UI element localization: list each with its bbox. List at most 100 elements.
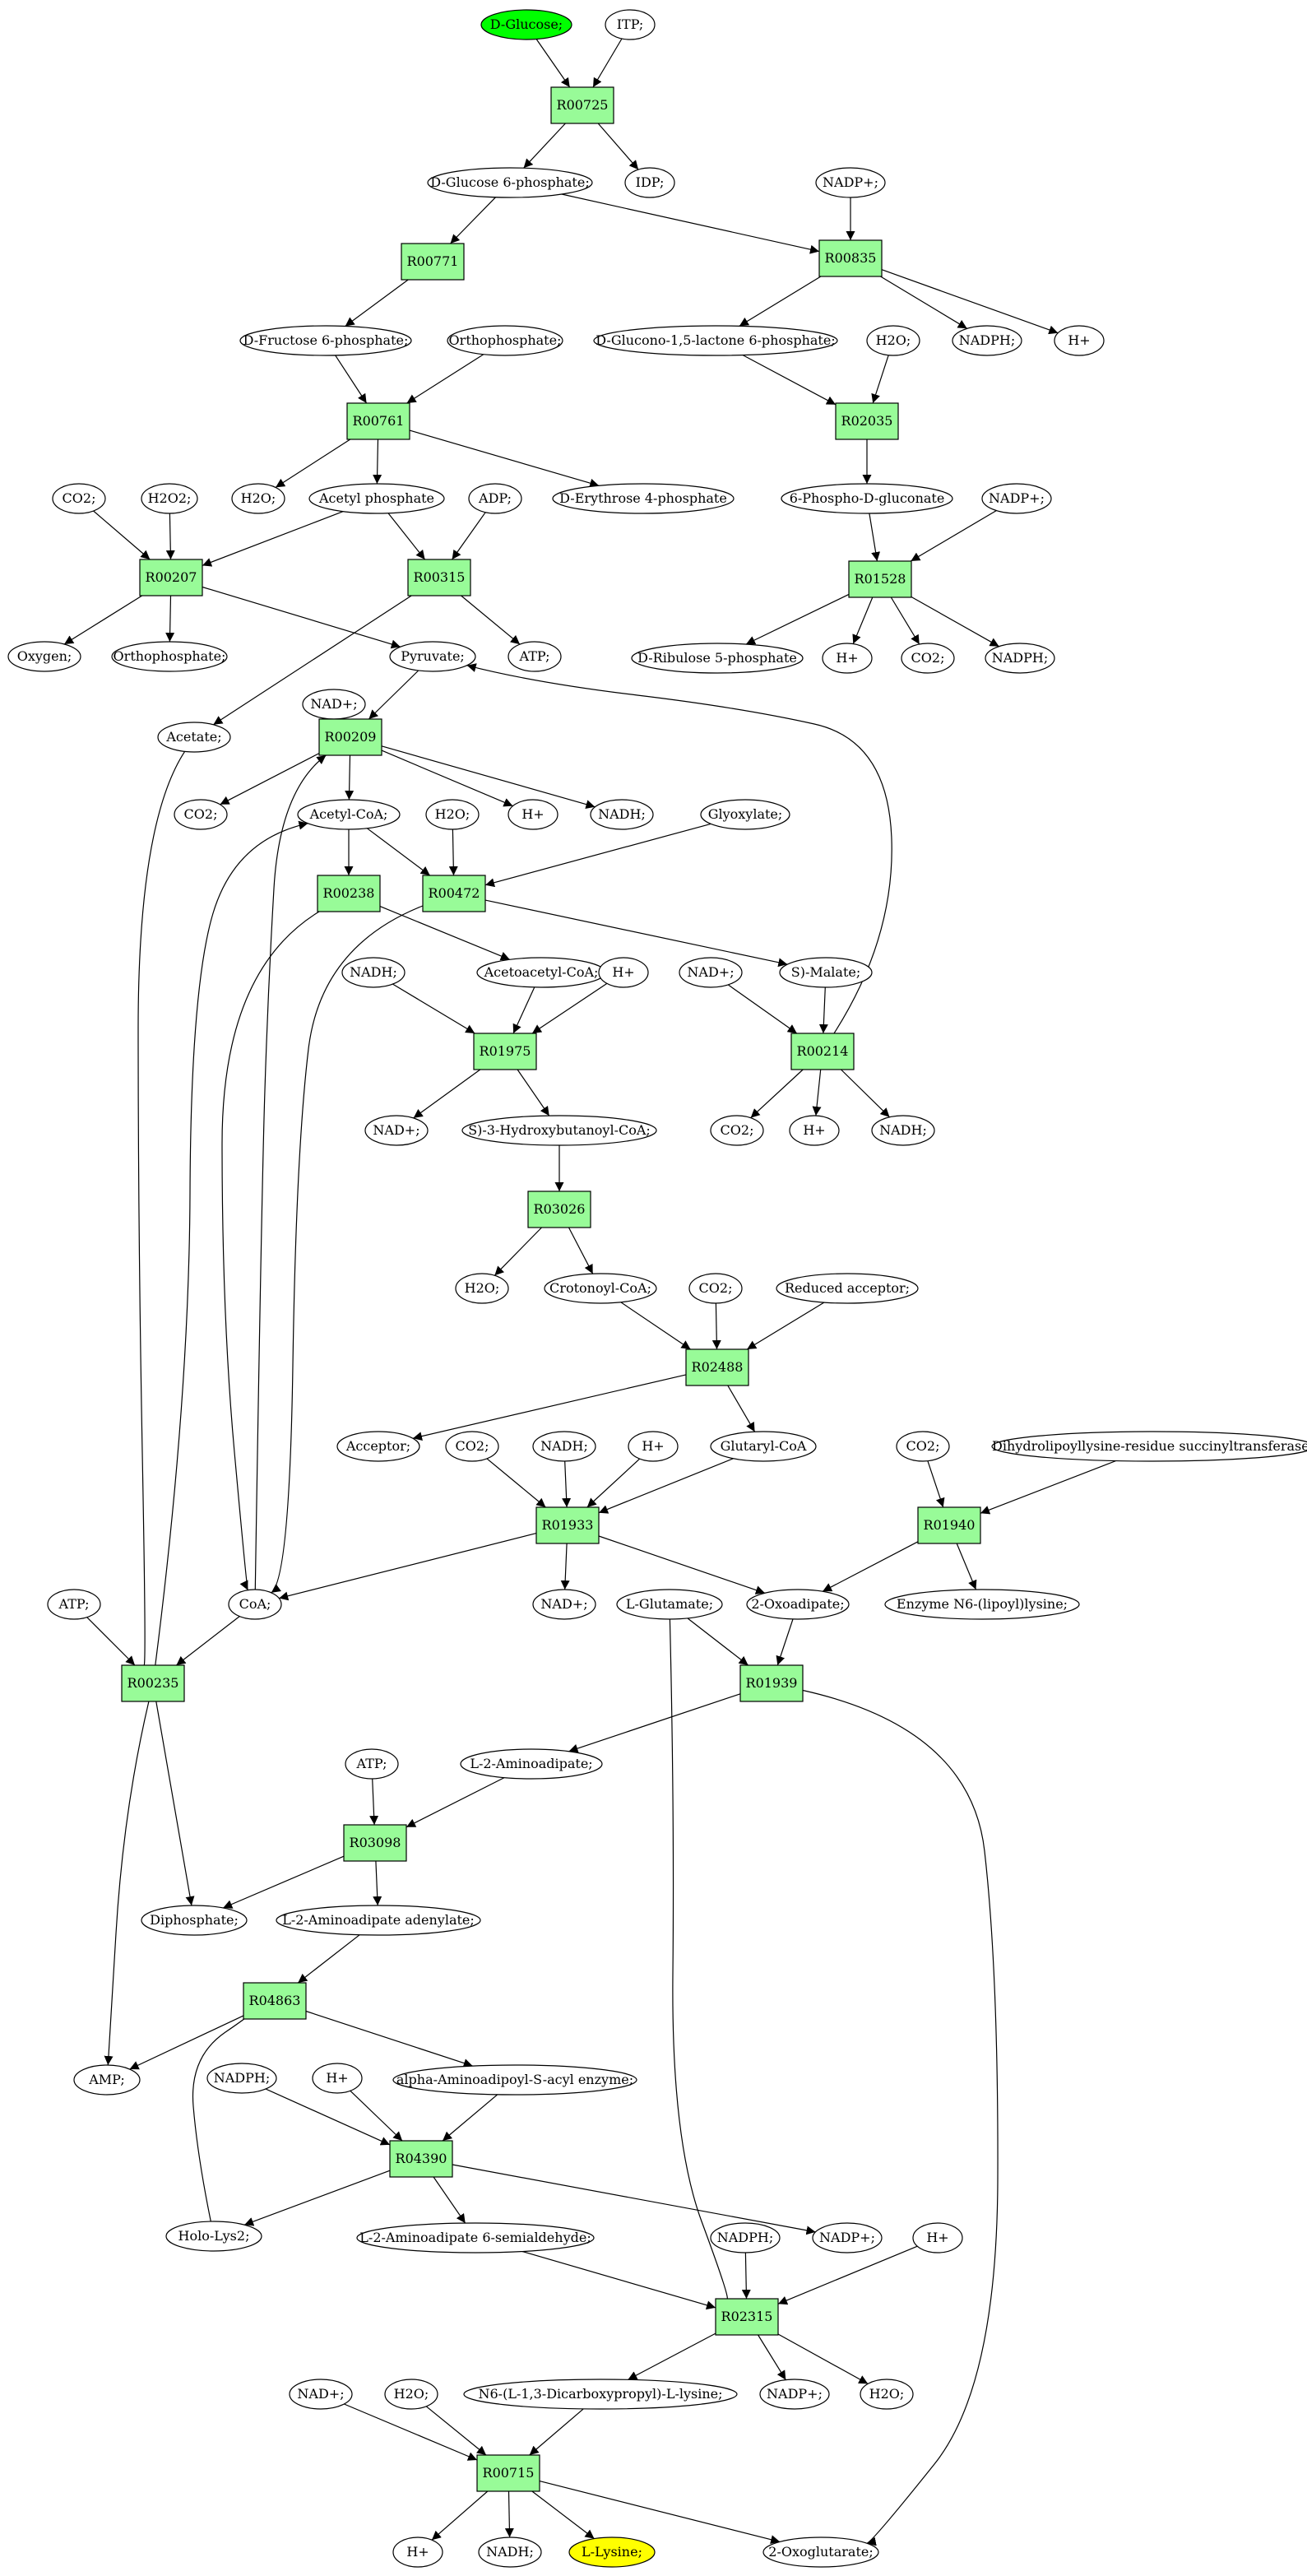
node-label: NAD+; — [310, 696, 357, 712]
metabolite-ellipse — [981, 483, 1052, 514]
edge-r_R01933-to-m_nadp_4 — [560, 1543, 570, 1590]
edge-r_R00238-to-m_coa — [221, 911, 320, 1590]
reaction-node-r_R02035: R02035 — [835, 402, 899, 440]
metabolite-node-m_g6p: D-Glucose 6-phosphate; — [427, 167, 593, 198]
node-label: L-Lysine; — [582, 2544, 642, 2560]
metabolite-ellipse — [174, 799, 228, 830]
node-label: R00235 — [127, 1675, 179, 1691]
node-label: L-2-Aminoadipate; — [470, 1756, 592, 1771]
edge-r_R00315-to-m_acetate — [213, 595, 412, 726]
edge-r_R01933-to-m_coa — [279, 1533, 537, 1601]
metabolite-ellipse — [463, 2379, 738, 2410]
node-label: 2-Oxoglutarate; — [768, 2544, 873, 2560]
metabolite-node-m_glyoxylate: Glyoxylate; — [700, 799, 790, 830]
metabolite-ellipse — [912, 2222, 963, 2253]
node-label: NADH; — [486, 2544, 534, 2560]
reaction-node-r_R00238: R00238 — [317, 875, 381, 912]
edge-r_R02488-to-m_glutarylcoa — [727, 1385, 756, 1432]
node-label: R03098 — [350, 1835, 401, 1850]
node-label: H+ — [642, 1438, 664, 1454]
metabolite-node-m_smalate: S)-Malate; — [779, 957, 873, 988]
node-label: R00725 — [557, 97, 609, 113]
reaction-box — [318, 718, 382, 756]
node-label: H2O2; — [148, 490, 192, 506]
reaction-node-r_R03098: R03098 — [343, 1824, 407, 1862]
edge-r_R00715-to-m_llysine — [531, 2490, 595, 2540]
node-label: Acetyl phosphate — [318, 490, 434, 506]
node-label: NADH; — [350, 964, 397, 980]
metabolite-node-m_nadph_2: NADPH; — [985, 643, 1055, 674]
metabolite-ellipse — [455, 1273, 509, 1304]
edge-r_R01939-to-m_l2aminoadipate — [568, 1693, 741, 1753]
edge-r_R02315-to-m_n6lysine — [628, 2332, 716, 2380]
edge-r_R00209-to-m_hp_3 — [381, 750, 513, 807]
node-label: Diphosphate; — [150, 1912, 239, 1928]
metabolite-node-m_crotonoyl: Crotonoyl-CoA; — [544, 1273, 657, 1304]
edge-r_R01528-to-m_hp_2 — [852, 596, 874, 644]
metabolite-node-m_f6p: D-Fructose 6-phosphate; — [239, 325, 412, 356]
node-label: Dihydrolipoyllysine-residue succinyltran… — [992, 1438, 1307, 1454]
edge-m_l2aminoadenylate-to-r_R04863 — [297, 1934, 360, 1984]
metabolite-node-m_llysine: L-Lysine; — [568, 2537, 656, 2568]
node-label: R03026 — [534, 1201, 586, 1217]
node-label: Holo-Lys2; — [178, 2228, 250, 2244]
node-label: R00715 — [483, 2465, 535, 2481]
edge-r_R00725-to-m_g6p — [523, 123, 566, 169]
metabolite-node-m_orthophos_1: Orthophosphate; — [447, 325, 563, 356]
metabolite-ellipse — [508, 799, 558, 830]
node-label: H+ — [612, 964, 634, 980]
metabolite-node-m_hp_4: H+ — [598, 957, 649, 988]
metabolite-ellipse — [952, 325, 1022, 356]
node-label: ATP; — [58, 1596, 90, 1612]
node-label: R01939 — [746, 1675, 798, 1691]
metabolite-ellipse — [480, 9, 572, 40]
reaction-box — [790, 1033, 855, 1070]
reaction-node-r_R00235: R00235 — [121, 1664, 185, 1702]
metabolite-node-m_hp_2: H+ — [822, 643, 873, 674]
metabolite-node-m_nadpp_3: NADP+; — [812, 2222, 883, 2253]
metabolite-node-m_acetylp: Acetyl phosphate — [308, 483, 445, 514]
metabolite-ellipse — [616, 1589, 723, 1620]
node-label: H+ — [406, 2544, 429, 2560]
node-label: R01975 — [480, 1043, 531, 1059]
node-label: D-Glucose 6-phosphate; — [430, 174, 589, 190]
node-label: NADPH; — [214, 2070, 271, 2086]
reaction-node-r_R00472: R00472 — [422, 875, 486, 912]
metabolite-node-m_atp_1: ATP; — [508, 641, 562, 672]
node-label: R00315 — [414, 569, 466, 585]
reaction-box — [476, 2454, 540, 2492]
metabolite-node-m_nadph_3: NADPH; — [206, 2063, 277, 2094]
metabolite-node-m_co2_1: CO2; — [52, 483, 106, 514]
edge-m_glutarylcoa-to-r_R01933 — [598, 1458, 734, 1514]
metabolite-node-m_n6lysine: N6-(L-1,3-Dicarboxypropyl)-L-lysine; — [463, 2379, 738, 2410]
edge-m_atp_3-to-r_R03098 — [369, 1778, 379, 1826]
metabolite-ellipse — [605, 9, 656, 40]
metabolite-node-m_h2o_1: H2O; — [866, 325, 920, 356]
node-label: S)-3-Hydroxybutanoyl-CoA; — [468, 1122, 651, 1138]
node-label: R02035 — [841, 413, 893, 429]
metabolite-node-m_nadpp_2: NADP+; — [981, 483, 1052, 514]
edge-m_nadh_4-to-r_R01933 — [562, 1460, 572, 1508]
metabolite-node-m_co2_5: CO2; — [688, 1273, 743, 1304]
metabolite-node-m_acetylcoa: Acetyl-CoA; — [297, 799, 401, 830]
node-label: H+ — [1068, 332, 1090, 348]
node-label: H2O; — [465, 1280, 500, 1296]
metabolite-ellipse — [111, 641, 228, 672]
metabolite-ellipse — [1054, 325, 1105, 356]
metabolite-ellipse — [532, 1589, 596, 1620]
node-label: H+ — [836, 650, 858, 666]
metabolite-node-m_6pg: 6-Phospho-D-gluconate — [781, 483, 953, 514]
node-label: H2O; — [869, 2386, 905, 2402]
edge-r_R00761-to-m_erythrose — [409, 429, 600, 488]
reaction-box — [715, 2298, 779, 2336]
node-label: Orthophosphate; — [114, 648, 226, 664]
edge-m_co2_1-to-r_R00207 — [93, 510, 151, 560]
metabolite-ellipse — [52, 483, 106, 514]
node-label: NADP+; — [819, 2230, 875, 2245]
metabolite-node-m_orthophos_2: Orthophosphate; — [111, 641, 228, 672]
edge-r_R02488-to-m_acceptor — [412, 1374, 687, 1441]
edge-r_R00209-to-m_co2_3 — [220, 753, 320, 805]
reaction-node-r_R01528: R01528 — [848, 560, 912, 598]
reaction-node-r_R00715: R00715 — [476, 2454, 540, 2492]
metabolite-ellipse — [231, 483, 285, 514]
